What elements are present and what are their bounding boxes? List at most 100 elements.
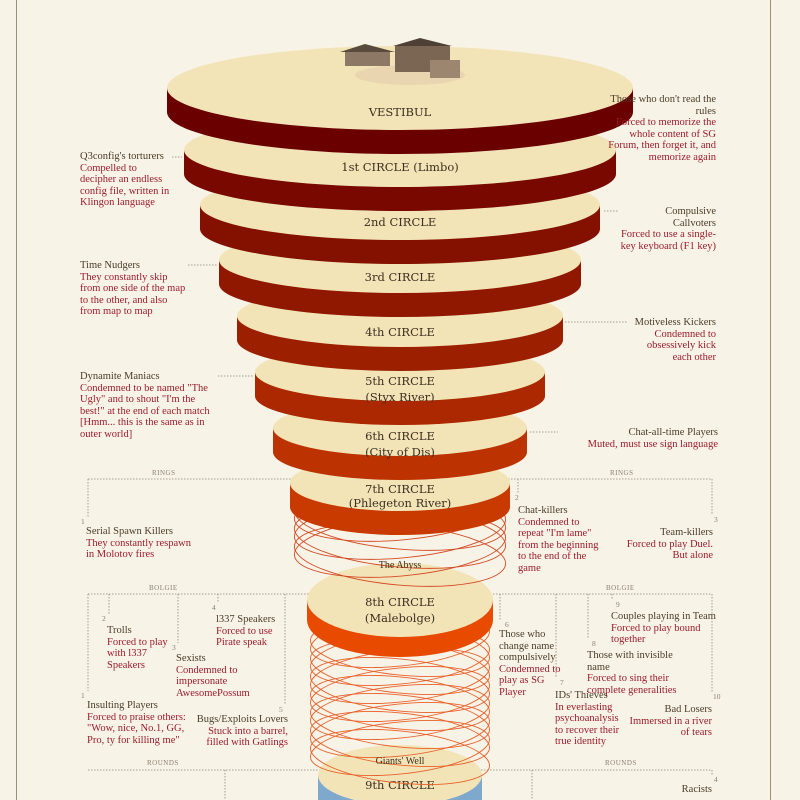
well-mesh xyxy=(310,702,490,758)
bolgia-number: 9 xyxy=(616,600,620,609)
annotation-desc: They constantly skip from one side of th… xyxy=(80,271,186,318)
section-label-bolgie-left: BOLGIE xyxy=(149,584,178,592)
annotation-title: Those who don't read the rules xyxy=(610,94,716,117)
bolgia-desc: Condemned to play as SG Player xyxy=(499,663,561,698)
well-mesh xyxy=(310,684,490,740)
bolgia-desc: Stuck into a barrel, filled with Gatling… xyxy=(206,725,288,749)
annotation-title: Motiveless Kickers xyxy=(634,317,716,328)
bolgia-title: Insulting Players xyxy=(87,700,158,711)
right-border xyxy=(770,0,771,800)
annotation-desc: Condemned to be named "The Ugly" and to … xyxy=(80,382,210,440)
annotation-title: Compulsive Callvoters xyxy=(665,206,716,229)
bolgia-desc: Condemned to impersonate AwesomePossum xyxy=(176,664,250,699)
annotation-title: Time Nudgers xyxy=(80,260,140,271)
bolgia-title: Bugs/Exploits Lovers xyxy=(196,714,288,725)
ring-title: Serial Spawn Killers xyxy=(86,526,173,537)
castle-illustration xyxy=(340,38,465,85)
round-number: 4 xyxy=(714,775,718,784)
section-label-rings-left: RINGS xyxy=(152,469,176,477)
circle-4-label: 4th CIRCLE xyxy=(365,325,435,339)
section-label-rings-right: RINGS xyxy=(610,469,634,477)
left-border xyxy=(16,0,17,800)
well-mesh xyxy=(310,666,490,722)
section-label-rounds-left: ROUNDS xyxy=(147,759,179,767)
bolgia-title: Those who change name compulsively xyxy=(499,629,556,663)
ring-title: Chat-killers xyxy=(518,505,568,516)
annotation-title: Q3config's torturers xyxy=(80,151,164,162)
bolgia-title: l337 Speakers xyxy=(216,614,276,625)
ring-desc: They constantly respawn in Molotov fires xyxy=(86,537,191,561)
section-label-rounds-right: ROUNDS xyxy=(605,759,637,767)
circle-7-label: 7th CIRCLE xyxy=(365,482,435,496)
circle-2-label: 2nd CIRCLE xyxy=(364,215,437,229)
bolgia-desc: Forced to play bound together xyxy=(611,622,701,646)
annotation-desc: Muted, must use sign language xyxy=(587,438,718,450)
well-mesh xyxy=(310,693,490,749)
section-label-bolgie-right: BOLGIE xyxy=(606,584,635,592)
bolgia-title: Couples playing in Team xyxy=(611,611,716,622)
annotation-desc: Condemned to obsessively kick each other xyxy=(646,328,716,363)
bolgia-title: IDs' Thieves xyxy=(555,690,608,701)
bolgia-number: 6 xyxy=(505,620,509,629)
annotation-title: Dynamite Maniacs xyxy=(80,371,160,382)
bolgia-title: Those with invisible name xyxy=(587,650,673,673)
well-mesh xyxy=(310,720,490,776)
ring-number: 3 xyxy=(714,515,718,524)
circle-7-sublabel: (Phlegeton River) xyxy=(349,496,452,510)
circle-6-sublabel: (City of Dis) xyxy=(365,445,435,459)
bolgia-number: 2 xyxy=(102,614,106,623)
well-mesh xyxy=(310,711,490,767)
ring-desc: Condemned to repeat "I'm lame" from the … xyxy=(518,516,599,574)
bolgia-number: 5 xyxy=(279,705,283,714)
bolgia-title: Trolls xyxy=(107,625,132,636)
ring-desc: Forced to play Duel. But alone xyxy=(626,538,713,562)
round-title: Racists xyxy=(681,784,712,795)
bolgia-desc: Forced to use Pirate speak xyxy=(216,625,273,649)
bolgia-desc: In everlasting psychoanalysis to recover… xyxy=(555,701,620,748)
circle-1-label: 1st CIRCLE (Limbo) xyxy=(341,160,458,174)
bolgia-number: 7 xyxy=(560,678,564,687)
circle-5-label: 5th CIRCLE xyxy=(365,374,435,388)
abyss-label: The Abyss xyxy=(379,560,422,571)
ring-number: 1 xyxy=(81,517,85,526)
bolgia-desc: Forced to sing their complete generaliti… xyxy=(587,673,677,696)
vestibul-label: VESTIBUL xyxy=(368,105,432,119)
well-mesh xyxy=(310,675,490,731)
circle-3-label: 3rd CIRCLE xyxy=(365,270,436,284)
annotation-title: Chat-all-time Players xyxy=(628,427,718,438)
well-mesh xyxy=(310,657,490,713)
circle-8-top xyxy=(307,563,493,637)
bolgia-number: 1 xyxy=(81,691,85,700)
bolgia-title: Bad Losers xyxy=(664,704,712,715)
bolgia-number: 8 xyxy=(592,639,596,648)
circle-8-label: 8th CIRCLE xyxy=(365,595,435,609)
bolgia-desc: Immersed in a river of tears xyxy=(629,715,712,739)
bolgia-number: 10 xyxy=(713,692,721,701)
bolgia-number: 4 xyxy=(212,603,216,612)
giants-well-label: Giants' Well xyxy=(376,756,425,767)
bolgia-title: Sexists xyxy=(176,653,206,664)
circle-6-label: 6th CIRCLE xyxy=(365,429,435,443)
circle-5-sublabel: (Styx River) xyxy=(365,390,434,404)
vestibul-top xyxy=(167,46,633,130)
bolgia-desc: Forced to praise others: "Wow, nice, No.… xyxy=(87,711,186,746)
annotation-desc: Compelled to decipher an endless config … xyxy=(80,162,170,209)
